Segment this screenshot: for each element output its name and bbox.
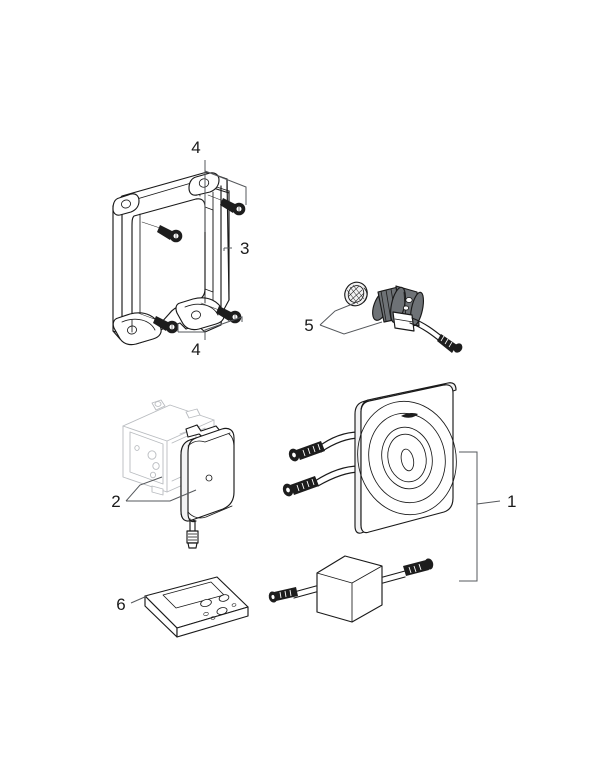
sensor-window-slot: [401, 412, 418, 418]
callout-label-4-top: 4: [191, 138, 200, 157]
screw-lower-left: [137, 312, 179, 334]
leader-lines: [125, 160, 501, 604]
leader-1: [459, 451, 478, 582]
cable-connector-lower: [282, 476, 319, 497]
screw-lower-right: [200, 302, 242, 324]
part-power-supply-assembly: [122, 399, 235, 549]
callout-label-1: 1: [507, 492, 516, 511]
sensor-cover-plate: [354, 382, 457, 534]
callout-label-4-bottom: 4: [191, 340, 200, 359]
solenoid-valve-body: [372, 285, 425, 332]
callout-label-5: 5: [304, 316, 313, 335]
part-mounting-screws: [137, 194, 246, 334]
leader-6: [130, 595, 148, 604]
screw-upper-left: [141, 221, 183, 243]
callout-labels: 4 4 3 5 2 1 6: [111, 138, 516, 614]
plate-cables: [282, 431, 361, 497]
transformer-module: [180, 424, 235, 523]
part-solenoid-valve-assembly: [344, 281, 463, 353]
leader-2: [125, 476, 163, 502]
screw-upper-right: [207, 194, 246, 216]
callout-label-6: 6: [116, 595, 125, 614]
cable-connector-upper: [288, 441, 325, 462]
part-remote-control: [144, 576, 249, 638]
output-cable-connector: [186, 518, 199, 549]
callout-label-2: 2: [111, 492, 120, 511]
valve-cable-connector: [409, 317, 463, 353]
callout-label-3: 3: [240, 239, 249, 258]
part-sensor-plate-assembly: [268, 382, 457, 623]
junction-box: [268, 555, 434, 623]
part-mounting-bracket: [112, 171, 230, 346]
leader-5: [319, 302, 356, 326]
mesh-filter: [344, 281, 368, 307]
